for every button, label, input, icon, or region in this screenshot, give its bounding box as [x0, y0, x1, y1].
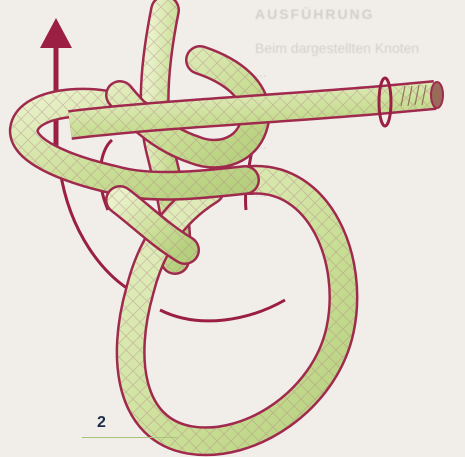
step-number-label: 2 — [97, 414, 106, 432]
step-underline — [82, 437, 177, 438]
